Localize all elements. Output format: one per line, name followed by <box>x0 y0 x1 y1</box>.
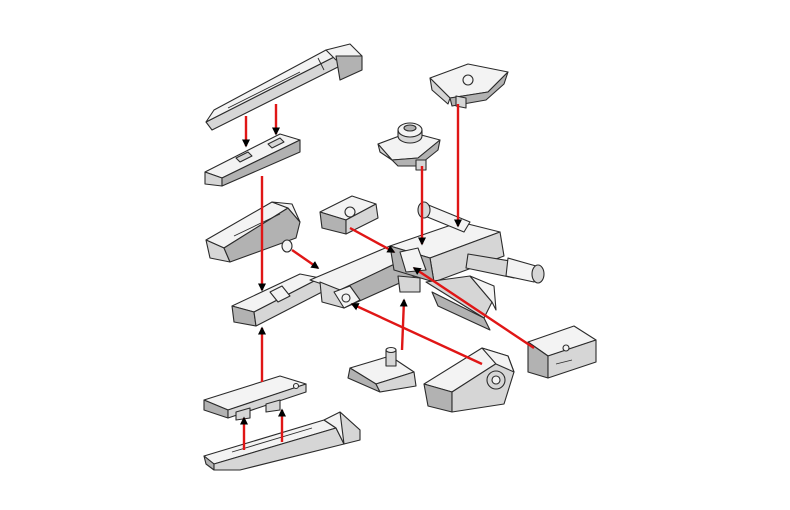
arrow-shell-to-body <box>350 302 483 366</box>
lower-rail-plate <box>203 375 307 421</box>
arrow-clip-to-body <box>412 267 535 349</box>
side-wing-block <box>205 201 301 263</box>
arrow-bracket-to-body <box>399 298 408 351</box>
assembly-arrows <box>240 104 535 450</box>
top-barrel-blade <box>205 43 363 131</box>
upper-barrel-rail <box>204 133 301 187</box>
bottom-barrel-blade <box>203 411 361 471</box>
arrow-cap-to-body <box>349 226 396 254</box>
small-cap-block <box>319 195 379 235</box>
top-mount-cap <box>429 63 509 109</box>
rear-armor-shell <box>423 347 515 413</box>
dome-post-cap <box>377 122 441 171</box>
arrow-wing-to-body <box>291 249 320 269</box>
bracket-with-post <box>347 346 417 393</box>
side-clip-plate <box>527 325 597 379</box>
